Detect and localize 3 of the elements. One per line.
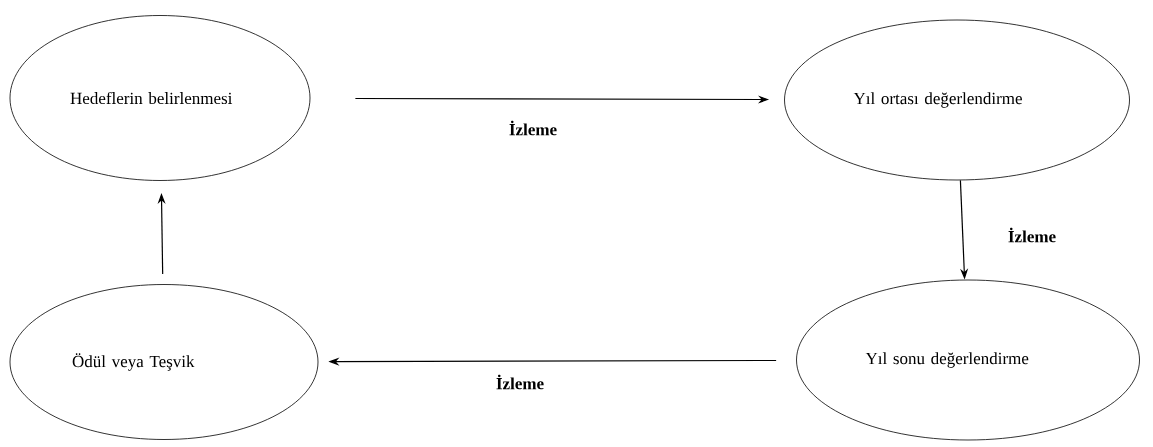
edge-label: İzleme xyxy=(496,374,544,390)
edge-label: İzleme xyxy=(509,120,557,136)
edge-label: İzleme xyxy=(1008,227,1056,243)
